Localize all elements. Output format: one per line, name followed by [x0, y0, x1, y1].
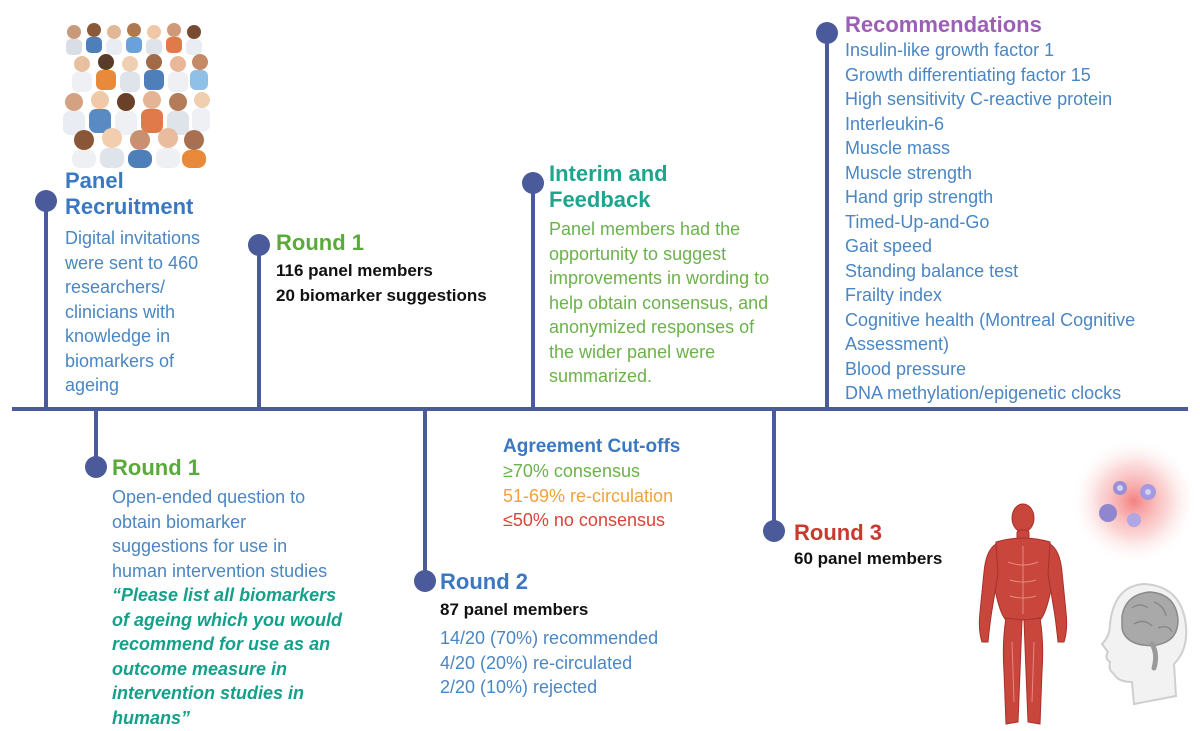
round2-block: Round 2 87 panel members 14/20 (70%) rec…: [440, 569, 760, 700]
node-round3: [763, 520, 785, 542]
recommendation-item: Frailty index: [845, 285, 943, 305]
interim-line: anonymized responses of: [549, 317, 755, 337]
round1-bottom-quote: “Please list all biomarkers of ageing wh…: [112, 583, 412, 730]
panel-recruitment-line: Digital invitations: [65, 228, 201, 248]
interim-body: Panel members had the opportunity to sug…: [549, 217, 829, 389]
round2-results: 14/20 (70%) recommended 4/20 (20%) re-ci…: [440, 626, 760, 700]
panel-recruitment-title: Panel Recruitment: [65, 168, 255, 220]
round1-bottom-line: human intervention studies: [112, 560, 328, 581]
interim-line: the wider panel were: [549, 341, 716, 362]
panel-recruitment-line: researchers/: [65, 277, 166, 297]
panel-recruitment-line: ageing: [65, 375, 120, 395]
stem-round3: [772, 410, 776, 530]
node-round1-top: [248, 234, 270, 256]
round3-title: Round 3: [794, 520, 882, 545]
quote-line: “Please list all biomarkers: [112, 585, 337, 605]
recommendation-item: Muscle strength: [845, 162, 973, 183]
agreement-no-consensus: ≤50% no consensus: [503, 510, 665, 530]
round1-bottom-line: obtain biomarker: [112, 511, 247, 532]
recommendation-item: Assessment): [845, 334, 950, 354]
timeline-axis: [12, 407, 1188, 411]
recommendation-item: Gait speed: [845, 236, 933, 256]
human-muscle-body-icon: [978, 503, 1068, 725]
panel-recruitment-line: knowledge in: [65, 326, 171, 346]
node-round1-bottom: [85, 456, 107, 478]
recommendations-block: Recommendations Insulin-like growth fact…: [845, 12, 1195, 406]
round1-bottom-title: Round 1: [112, 455, 200, 480]
recommendations-list: Insulin-like growth factor 1 Growth diff…: [845, 38, 1195, 406]
interim-line: Panel members had the: [549, 219, 741, 239]
agreement-consensus: ≥70% consensus: [503, 461, 640, 481]
stem-interim: [531, 182, 535, 408]
round1-bottom-line: suggestions for use in: [112, 536, 288, 556]
round2-result-line: 2/20 (10%) rejected: [440, 677, 598, 697]
recommendation-item: Growth differentiating factor 15: [845, 64, 1091, 85]
interim-title-line1: Interim and: [549, 161, 668, 186]
interim-line: opportunity to suggest: [549, 243, 727, 264]
recommendation-item: Cognitive health (Montreal Cognitive: [845, 309, 1136, 330]
agreement-title: Agreement Cut-offs: [503, 436, 681, 457]
round2-title: Round 2: [440, 569, 528, 594]
recommendation-item: Muscle mass: [845, 138, 951, 158]
round1-bottom-body: Open-ended question to obtain biomarker …: [112, 485, 412, 583]
round2-result-line: 14/20 (70%) recommended: [440, 628, 659, 648]
recommendation-item: Interleukin-6: [845, 113, 945, 134]
interim-block: Interim and Feedback Panel members had t…: [549, 161, 829, 389]
panel-recruitment-line: biomarkers of: [65, 350, 175, 371]
agreement-recirculation: 51-69% re-circulation: [503, 485, 674, 506]
node-recommendations: [816, 22, 838, 44]
recommendation-item: Blood pressure: [845, 358, 967, 379]
round3-block: Round 3 60 panel members: [794, 520, 994, 571]
quote-line: recommend for use as an: [112, 634, 331, 654]
quote-line: humans”: [112, 707, 191, 728]
round1-top-members: 116 panel members: [276, 261, 433, 280]
recommendation-item: High sensitivity C-reactive protein: [845, 89, 1113, 109]
recommendation-item: Standing balance test: [845, 260, 1019, 281]
quote-line: intervention studies in: [112, 683, 305, 703]
recommendations-title: Recommendations: [845, 12, 1042, 37]
crowd-of-clinicians-icon: [62, 18, 210, 168]
stem-panel-recruitment: [44, 200, 48, 408]
node-panel-recruitment: [35, 190, 57, 212]
interim-title-line2: Feedback: [549, 187, 651, 212]
interim-title: Interim and Feedback: [549, 161, 829, 213]
round1-bottom-block: Round 1 Open-ended question to obtain bi…: [112, 455, 412, 730]
stem-recommendations: [825, 32, 829, 408]
stem-round1-top: [257, 244, 261, 408]
interim-line: improvements in wording to: [549, 268, 770, 288]
recommendation-item: Insulin-like growth factor 1: [845, 40, 1055, 60]
glowing-cells-icon: [1070, 437, 1198, 565]
panel-recruitment-title-line2: Recruitment: [65, 194, 194, 219]
round1-bottom-line: Open-ended question to: [112, 487, 306, 507]
round3-members: 60 panel members: [794, 549, 943, 568]
panel-recruitment-block: Panel Recruitment Digital invitations we…: [65, 168, 255, 398]
recommendation-item: Timed-Up-and-Go: [845, 211, 990, 232]
recommendation-item: Hand grip strength: [845, 187, 994, 207]
quote-line: outcome measure in: [112, 658, 288, 679]
round1-top-title: Round 1: [276, 230, 364, 255]
interim-line: help obtain consensus, and: [549, 292, 769, 313]
node-interim: [522, 172, 544, 194]
quote-line: of ageing which you would: [112, 609, 342, 630]
round2-result-line: 4/20 (20%) re-circulated: [440, 652, 633, 673]
recommendation-item: DNA methylation/epigenetic clocks: [845, 383, 1122, 403]
interim-line: summarized.: [549, 366, 653, 386]
node-round2: [414, 570, 436, 592]
agreement-block: Agreement Cut-offs ≥70% consensus 51-69%…: [503, 434, 763, 533]
panel-recruitment-line: were sent to 460: [65, 252, 199, 273]
round2-members: 87 panel members: [440, 600, 589, 619]
panel-recruitment-title-line1: Panel: [65, 168, 124, 193]
panel-recruitment-line: clinicians with: [65, 301, 176, 322]
stem-round1-bottom: [94, 410, 98, 466]
human-head-brain-icon: [1100, 582, 1188, 706]
round1-top-suggestions: 20 biomarker suggestions: [276, 286, 487, 305]
stem-round2: [423, 410, 427, 578]
round1-top-block: Round 1 116 panel members 20 biomarker s…: [276, 230, 536, 308]
panel-recruitment-body: Digital invitations were sent to 460 res…: [65, 226, 255, 398]
